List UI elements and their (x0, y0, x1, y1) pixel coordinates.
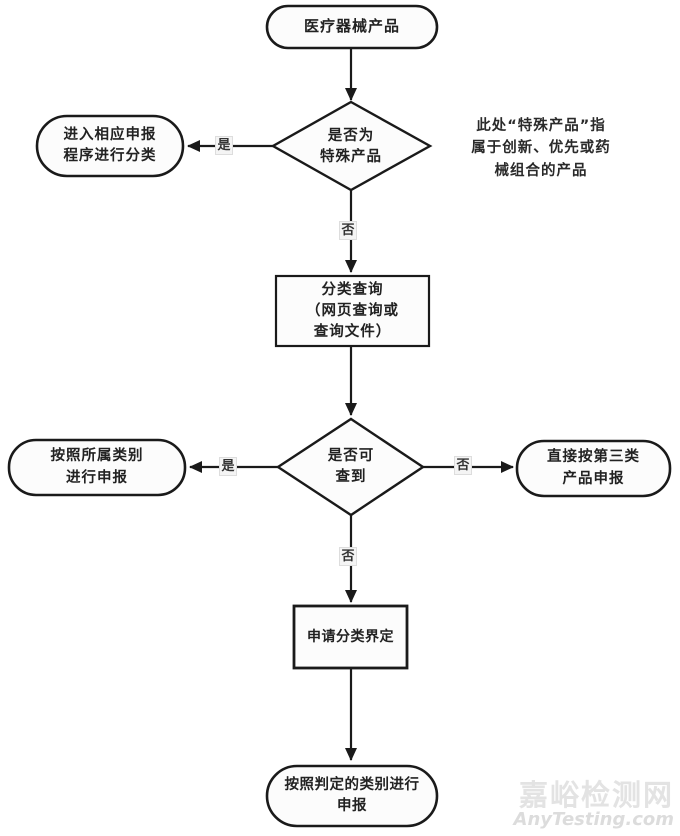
node-start-label: 医疗器械产品 (303, 17, 400, 36)
edge-label-no-decision2: 否 (454, 456, 472, 475)
watermark-site-name-cn: 嘉峪检测网 (518, 778, 674, 813)
node-query-label: 分类查询 （网页查询或 查询文件） (306, 281, 399, 340)
node-final-declare-shape (265, 764, 439, 828)
node-enter-procedure-label: 进入相应申报 程序进行分类 (63, 126, 157, 164)
edge-label-yes-decision2: 是 (219, 457, 237, 476)
annotation-special-product-note: 此处“特殊产品”指 属于创新、优先或药 械组合的产品 (471, 118, 611, 179)
node-declare-class3-label: 直接按第三类 产品申报 (547, 449, 640, 487)
edge-label-no-decision2-down: 否 (339, 547, 357, 566)
node-start-shape (265, 4, 439, 50)
node-apply-classification-label: 申请分类界定 (307, 628, 394, 645)
edge-label-yes-decision1: 是 (215, 136, 233, 155)
watermark-site-name-en: AnyTesting.com (513, 809, 674, 831)
edge-label-no-decision1: 否 (339, 221, 357, 240)
node-query-shape (274, 274, 431, 348)
node-declare-class3-shape (515, 439, 672, 498)
node-decision-special-label: 是否为 特殊产品 (320, 127, 382, 165)
node-final-declare-label: 按照判定的类别进行 申报 (284, 776, 420, 814)
watermark: 嘉峪检测网 AnyTesting.com (514, 781, 674, 830)
node-declare-by-category-shape (7, 438, 187, 497)
node-decision-found-label: 是否可 查到 (327, 447, 375, 485)
node-declare-by-category-label: 按照所属类别 进行申报 (50, 448, 144, 486)
node-decision-special-shape (270, 100, 433, 192)
node-apply-classification-shape (292, 604, 409, 670)
node-enter-procedure-shape (35, 114, 185, 178)
node-decision-found-shape (275, 417, 426, 517)
